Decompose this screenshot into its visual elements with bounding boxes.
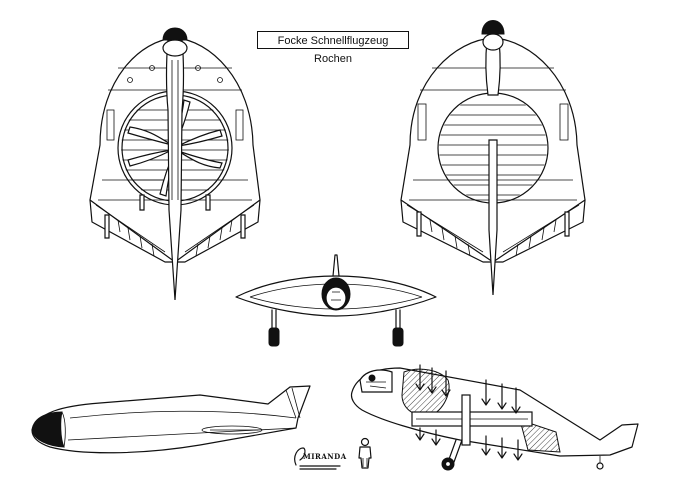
drawing-title: Focke Schnellflugzeug Rochen <box>257 31 409 65</box>
signature-text: MIRANDA <box>303 452 347 461</box>
top-view <box>89 27 261 301</box>
pilot-figure <box>358 437 372 469</box>
side-view <box>31 385 311 454</box>
cutaway-view <box>350 364 639 471</box>
signature-logo <box>294 447 341 470</box>
front-view <box>235 254 437 347</box>
airflow-arrows <box>415 364 523 461</box>
bottom-view <box>400 20 586 296</box>
